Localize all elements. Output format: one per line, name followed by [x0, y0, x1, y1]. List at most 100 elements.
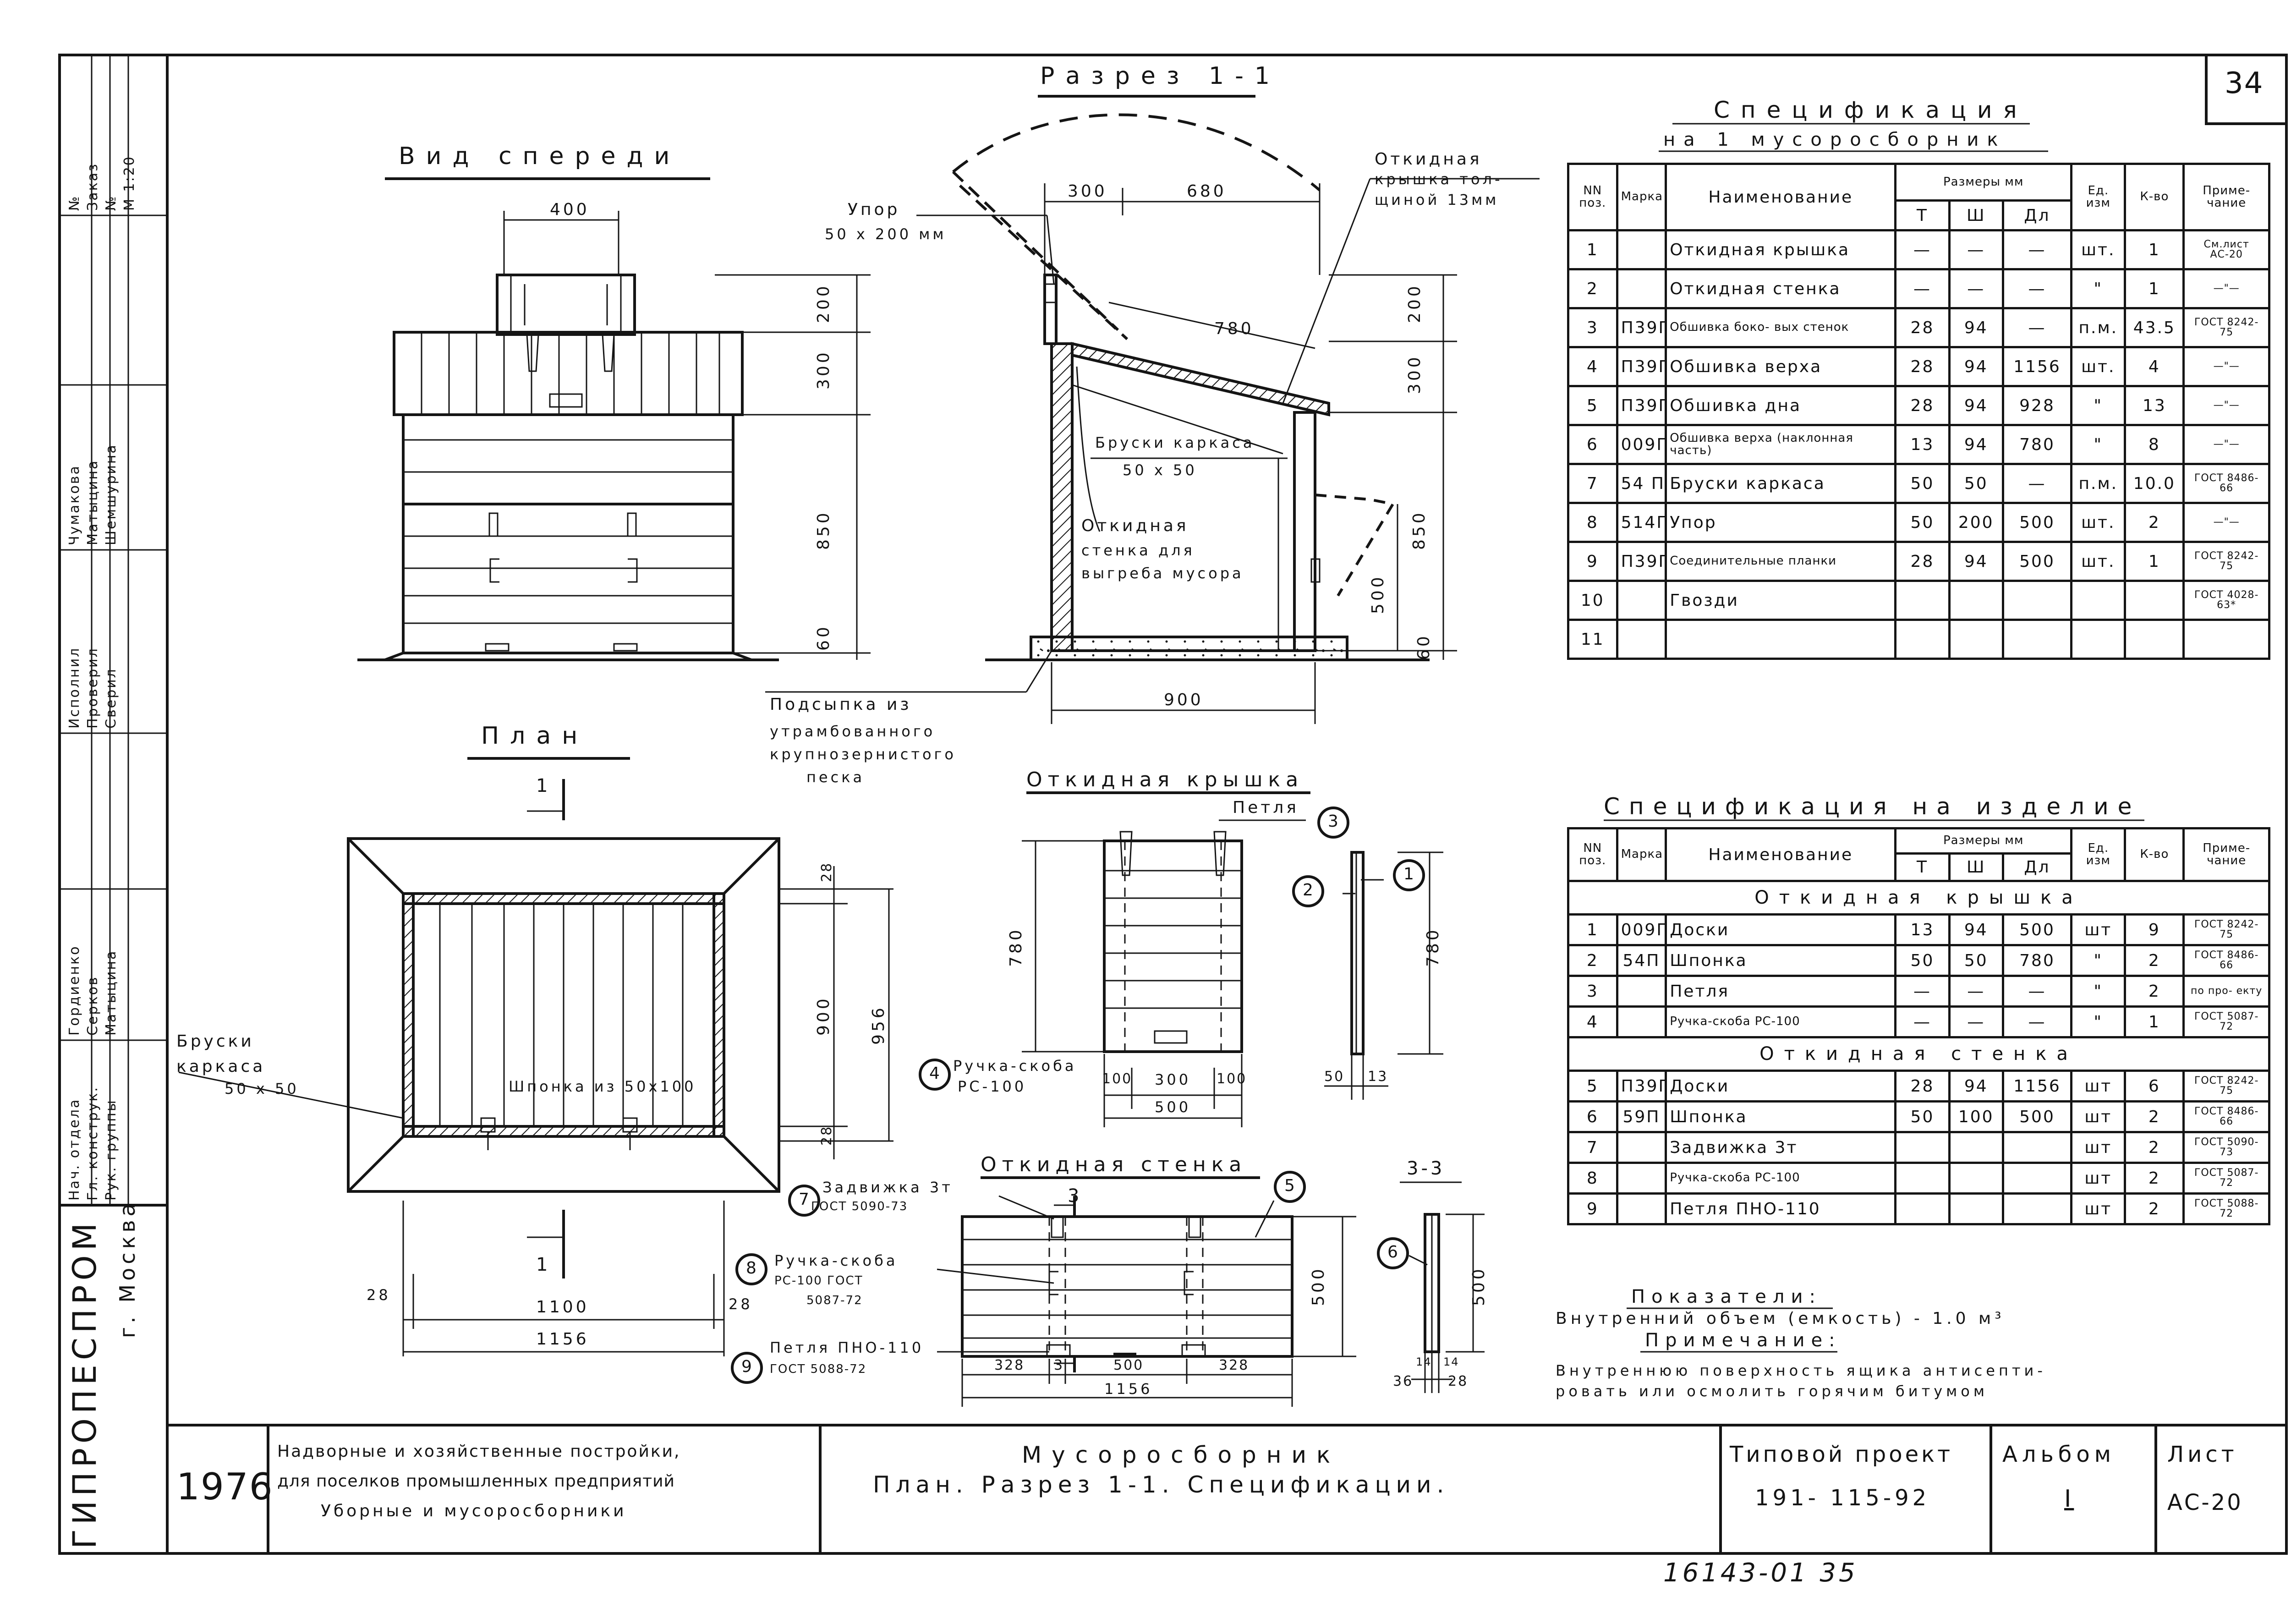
table-cell — [2070, 580, 2127, 621]
plan-bars-1: Бруски — [176, 1032, 254, 1051]
title-series-2: для поселков промышленных предприятий — [277, 1472, 675, 1491]
table-cell: 94 — [1948, 913, 2004, 946]
table-cell: 3 — [1567, 307, 1618, 348]
wall-dim-3: 3 — [1054, 1357, 1064, 1373]
table-cell — [2001, 1131, 2073, 1164]
lid-side-dim-13: 13 — [1368, 1069, 1388, 1085]
table-cell: шт. — [2070, 346, 2127, 387]
lid-dim-500: 500 — [1155, 1098, 1191, 1116]
table-cell — [1616, 1131, 1667, 1164]
section-dim-500: 500 — [1369, 574, 1387, 614]
table-cell — [2001, 619, 2073, 660]
table-cell — [1616, 619, 1667, 660]
table-cell: 28 — [1894, 541, 1951, 582]
table-cell: 28 — [1894, 385, 1951, 426]
table-cell: шт. — [2070, 541, 2127, 582]
table-cell: — — [1948, 975, 2004, 1008]
table-cell: " — [2070, 975, 2127, 1008]
note-fill-1: Подсыпка из — [770, 695, 912, 714]
title-series-1: Надворные и хозяйственные постройки, — [277, 1442, 681, 1461]
section-dim-850: 850 — [1410, 510, 1429, 550]
spec1-hdr-mark: Марка — [1616, 163, 1667, 231]
plan-dim-1156: 1156 — [536, 1330, 589, 1349]
group-row: Откидная стенка — [1567, 1036, 2270, 1072]
table-cell: 28 — [1894, 346, 1951, 387]
table-cell: —"— — [2182, 268, 2270, 309]
table-cell: —"— — [2182, 385, 2270, 426]
table-cell: Ручка-скоба РС-100 — [1665, 1005, 1897, 1038]
table-cell: ГОСТ 5090-73 — [2182, 1131, 2270, 1164]
org-city: г. Москва — [115, 1200, 140, 1338]
table-cell: Задвижка 3т — [1665, 1131, 1897, 1164]
sheet-number-box — [2205, 54, 2288, 125]
table-cell: Гвозди — [1665, 580, 1897, 621]
table-cell: Шпонка — [1665, 1100, 1897, 1133]
spec1-hdr-t: Т — [1894, 199, 1951, 231]
table-row: 3П39ПОбшивка боко- вых стенок2894—п.м.43… — [1567, 307, 2270, 348]
table-cell — [2124, 619, 2185, 660]
lid-dim-780: 780 — [1007, 927, 1025, 967]
table-cell: 1 — [1567, 229, 1618, 270]
stamp-name-5: Матыцина — [85, 459, 101, 545]
wall-cut-top: 3 — [1068, 1185, 1082, 1207]
callout-circles — [731, 807, 1425, 1384]
stamp-name-2: Серков — [85, 976, 101, 1036]
table-cell: " — [2070, 268, 2127, 309]
wall-ref-7: 7 — [799, 1190, 812, 1209]
table-cell: Шпонка — [1665, 944, 1897, 977]
section-dim-900: 900 — [1164, 691, 1204, 709]
lid-ref-3: 3 — [1328, 812, 1341, 831]
stamp-name-4: Чумакова — [66, 465, 82, 545]
table-row: 5П39ПДоски28941156шт6ГОСТ 8242-75 — [1567, 1070, 2270, 1103]
wall-title: Откидная стенка — [981, 1153, 1247, 1176]
table-cell — [2182, 619, 2270, 660]
table-cell: — — [1894, 268, 1951, 309]
table-cell: ГОСТ 4028-63* — [2182, 580, 2270, 621]
table-cell: — — [2001, 463, 2073, 504]
plan-view — [178, 757, 893, 1356]
stamp-role-4: Исполнил — [66, 647, 82, 729]
table-cell: 514П — [1616, 502, 1667, 543]
title-sheet-number: АС-20 — [2167, 1490, 2243, 1515]
table-cell: Доски — [1665, 1070, 1897, 1103]
table-cell: 59П — [1616, 1100, 1667, 1133]
table-cell: — — [1894, 975, 1951, 1008]
title-drawing-2: План. Разрез 1-1. Спецификации. — [873, 1471, 1450, 1498]
group-title: Откидная стенка — [1567, 1036, 2270, 1072]
table-cell: 7 — [1567, 463, 1618, 504]
table-cell: шт — [2070, 1100, 2127, 1133]
section-dim-680: 680 — [1187, 182, 1227, 201]
table-cell: 50 — [1948, 463, 2004, 504]
stamp-role-1: Нач. отдела — [66, 1098, 82, 1201]
sheet-frame — [58, 54, 2288, 1555]
note-bars-1: Бруски каркаса — [1095, 434, 1255, 451]
table-cell: 1156 — [2001, 1070, 2073, 1103]
lid-dim-100b: 100 — [1217, 1071, 1247, 1087]
table-cell: 2 — [2124, 1162, 2185, 1195]
table-cell: — — [1948, 268, 2004, 309]
table-cell: П39П — [1616, 1070, 1667, 1103]
table-cell: 50 — [1948, 944, 2004, 977]
spec2-hdr-qty: К-во — [2124, 827, 2185, 882]
wall-ref-5: 5 — [1284, 1176, 1298, 1195]
table-cell: п.м. — [2070, 307, 2127, 348]
table-cell: 1 — [2124, 268, 2185, 309]
plan-dim-28c: 28 — [367, 1286, 391, 1304]
table-cell: 54П — [1616, 944, 1667, 977]
table-cell: 94 — [1948, 424, 2004, 465]
stamp-right-4: М 1:20 — [121, 155, 137, 211]
spec1-hdr-sizes: Размеры мм — [1894, 163, 2073, 202]
table-cell: ГОСТ 8486-66 — [2182, 1100, 2270, 1133]
stamp-role-6: Сверил — [103, 668, 119, 729]
table-cell: 10.0 — [2124, 463, 2185, 504]
spec2-hdr-w: Ш — [1948, 852, 2004, 882]
section-dim-300: 300 — [1068, 182, 1107, 201]
table-cell: 2 — [2124, 1100, 2185, 1133]
lid-ref-4: 4 — [929, 1064, 943, 1083]
table-cell: " — [2070, 944, 2127, 977]
table-cell: 500 — [2001, 1100, 2073, 1133]
table-cell — [1616, 975, 1667, 1008]
front-dim-200: 200 — [814, 283, 833, 323]
table-cell: 2 — [1567, 944, 1618, 977]
